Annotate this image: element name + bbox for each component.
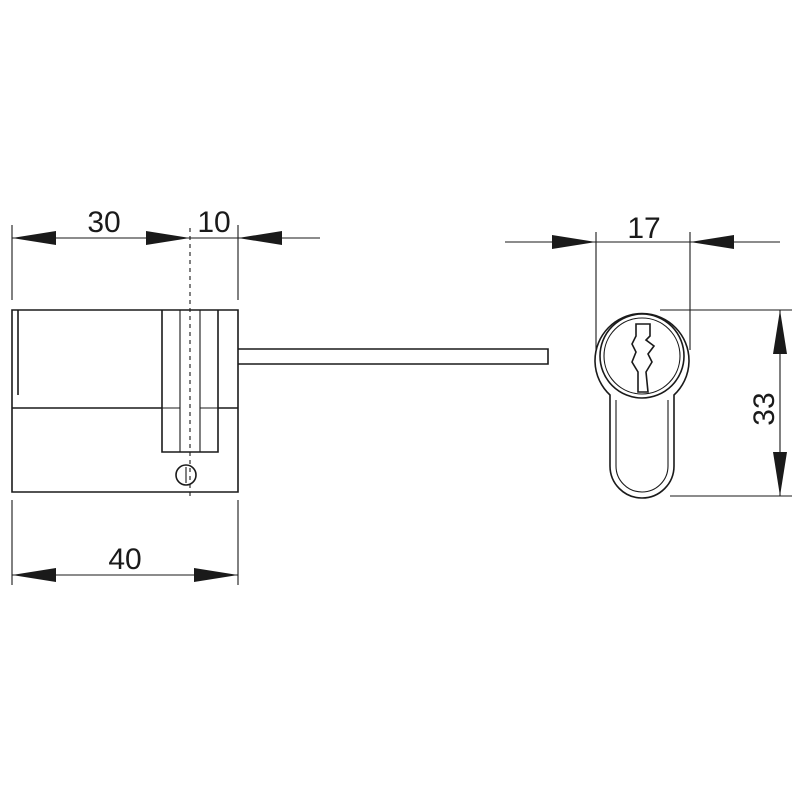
arrow-10-right [238, 231, 282, 245]
arrow-33-bottom [773, 452, 787, 496]
dimension-17: 17 [505, 212, 780, 350]
euro-profile-outer [594, 312, 690, 499]
dimension-top: 30 10 [11, 206, 320, 300]
keyway [631, 323, 656, 393]
dimension-10-label: 10 [197, 206, 230, 239]
arrow-33-top [773, 310, 787, 354]
arrow-17-left [552, 235, 596, 249]
fixing-screw-hole [175, 464, 197, 486]
spindle-rod [238, 348, 549, 365]
dimension-17-label: 17 [627, 212, 660, 245]
dimension-40-label: 40 [108, 543, 141, 576]
cam-inner [179, 310, 201, 452]
arrow-17-right [690, 235, 734, 249]
cylinder-body-outline [11, 309, 239, 493]
cylinder-front-view [594, 312, 690, 499]
dimension-bottom: 40 [11, 500, 239, 585]
plug-circle [599, 313, 685, 399]
dimension-33-label: 33 [748, 392, 781, 425]
cylinder-side-view [11, 228, 239, 498]
arrow-30-left [12, 231, 56, 245]
dimension-33: 33 [660, 309, 792, 497]
arrow-40-right [194, 568, 238, 582]
arrow-30-right [146, 231, 190, 245]
dimension-30-label: 30 [87, 206, 120, 239]
profile-inner-slot [615, 400, 669, 493]
arrow-40-left [12, 568, 56, 582]
